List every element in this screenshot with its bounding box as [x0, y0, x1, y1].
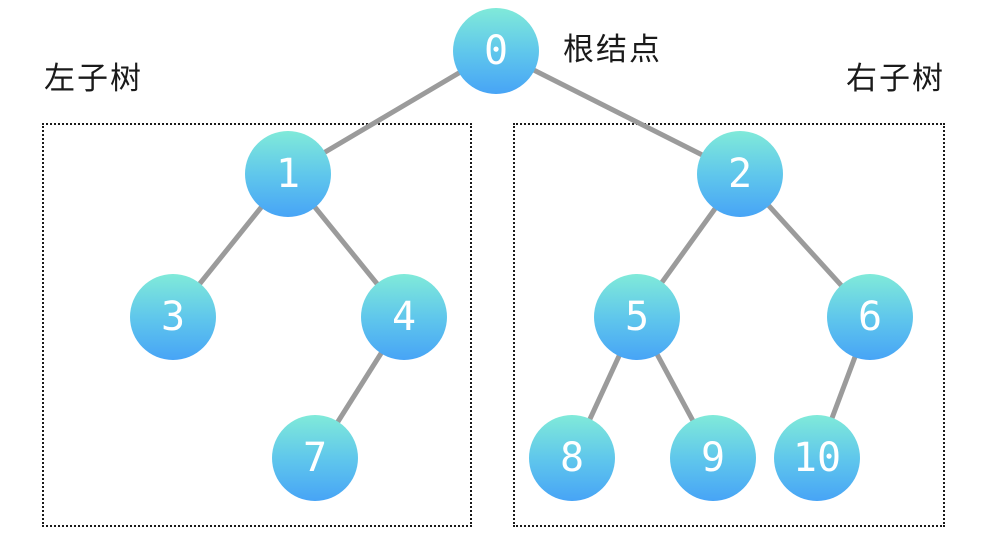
- tree-node-5: 5: [594, 274, 680, 360]
- tree-node-7: 7: [272, 415, 358, 501]
- tree-node-10: 10: [774, 415, 860, 501]
- node-label: 5: [624, 294, 650, 340]
- left-subtree-box: [42, 123, 472, 527]
- tree-node-8: 8: [529, 415, 615, 501]
- tree-node-6: 6: [827, 274, 913, 360]
- node-label: 4: [391, 294, 417, 340]
- tree-node-0: 0: [453, 8, 539, 94]
- node-label: 10: [792, 435, 842, 481]
- node-label: 6: [857, 294, 883, 340]
- edge-0-2: [494, 48, 742, 177]
- node-label: 1: [275, 151, 301, 197]
- node-label: 2: [727, 151, 753, 197]
- node-label: 7: [302, 435, 328, 481]
- node-label: 0: [483, 28, 509, 74]
- root-node-annotation: 根结点: [563, 32, 662, 67]
- right-subtree-box: [513, 123, 945, 527]
- node-label: 8: [559, 435, 585, 481]
- right-subtree-label: 右子树: [846, 61, 945, 96]
- tree-node-9: 9: [670, 415, 756, 501]
- tree-node-1: 1: [245, 131, 331, 217]
- left-subtree-label: 左子树: [44, 61, 143, 96]
- tree-node-3: 3: [130, 274, 216, 360]
- node-label: 3: [160, 294, 186, 340]
- node-label: 9: [700, 435, 726, 481]
- tree-node-4: 4: [361, 274, 447, 360]
- tree-node-2: 2: [697, 131, 783, 217]
